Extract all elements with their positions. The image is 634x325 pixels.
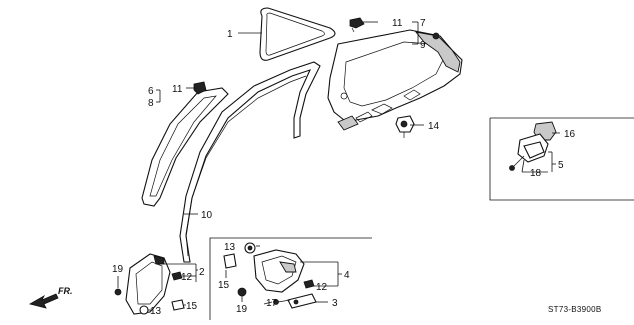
callout-6: 6 bbox=[148, 86, 154, 97]
callout-labels: 1 2 3 4 5 6 7 8 9 10 11 11 12 12 13 13 1… bbox=[112, 18, 576, 317]
callout-11-upper: 11 bbox=[392, 18, 403, 29]
direction-label: FR. bbox=[58, 286, 73, 296]
callout-14: 14 bbox=[428, 121, 440, 132]
callout-12-right: 12 bbox=[316, 282, 328, 293]
callout-11-lower: 11 bbox=[172, 84, 183, 95]
callout-15-left: 15 bbox=[186, 301, 198, 312]
callout-7: 7 bbox=[420, 18, 426, 29]
clip-11-upper-part bbox=[349, 17, 365, 33]
callout-9: 9 bbox=[420, 40, 426, 51]
callout-1: 1 bbox=[227, 29, 233, 40]
callout-2: 2 bbox=[199, 267, 205, 278]
callout-8: 8 bbox=[148, 98, 154, 109]
callout-19-left: 19 bbox=[112, 264, 124, 275]
callout-10: 10 bbox=[201, 210, 213, 221]
opening-weatherstrip-part bbox=[179, 61, 321, 263]
inset-box-right bbox=[489, 117, 634, 201]
callout-15-mid: 15 bbox=[218, 280, 230, 291]
callout-12-left: 12 bbox=[181, 272, 193, 283]
catalog-code: ST73-B3900B bbox=[548, 305, 602, 314]
callout-17: 17 bbox=[266, 298, 278, 309]
callout-18: 18 bbox=[530, 168, 542, 179]
callout-3: 3 bbox=[332, 298, 338, 309]
clip-14-part bbox=[395, 115, 415, 138]
front-pillar-garnish-part bbox=[141, 87, 229, 207]
front-direction-arrow-icon bbox=[28, 293, 59, 309]
quarter-glass-part bbox=[259, 7, 336, 61]
clip-11-lower-part bbox=[193, 81, 207, 95]
kick-panel-left-part bbox=[114, 253, 185, 315]
inset-box-lower bbox=[209, 237, 372, 320]
quarter-trim-panel-part bbox=[327, 29, 463, 131]
leader-lines bbox=[117, 21, 560, 311]
callout-4: 4 bbox=[344, 270, 350, 281]
callout-13-lower: 13 bbox=[150, 306, 162, 317]
callout-13-upper: 13 bbox=[224, 242, 236, 253]
callout-5: 5 bbox=[558, 160, 564, 171]
callout-19-mid: 19 bbox=[236, 304, 248, 315]
callout-16: 16 bbox=[564, 129, 576, 140]
